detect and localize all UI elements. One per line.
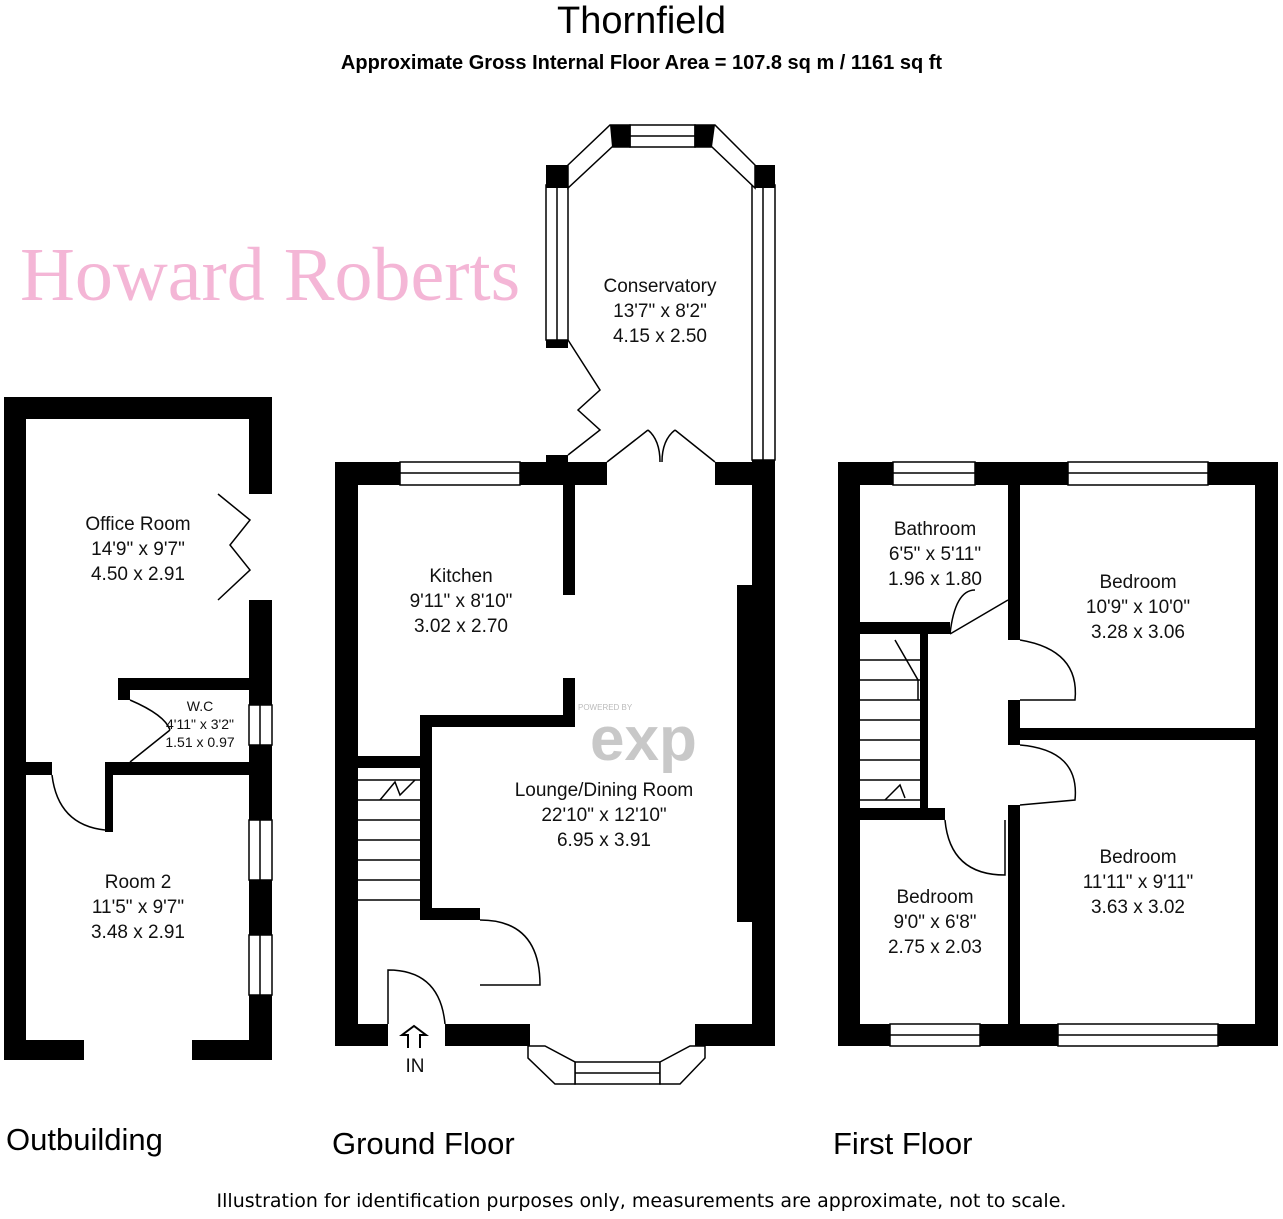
svg-text:11'5" x 9'7": 11'5" x 9'7" — [92, 897, 184, 918]
floor-label-ground: Ground Floor — [332, 1126, 515, 1161]
floor-area: Approximate Gross Internal Floor Area = … — [340, 52, 943, 74]
room-office: Office Room 14'9" x 9'7" 4.50 x 2.91 — [85, 514, 190, 585]
disclaimer: Illustration for identification purposes… — [216, 1190, 1067, 1212]
svg-text:3.48 x 2.91: 3.48 x 2.91 — [91, 922, 185, 943]
entrance-label: IN — [406, 1056, 425, 1077]
svg-text:22'10" x 12'10": 22'10" x 12'10" — [541, 805, 666, 826]
room-bedroom-1: Bedroom 10'9" x 10'0" 3.28 x 3.06 — [1086, 572, 1190, 643]
room-conservatory: Conservatory 13'7" x 8'2" 4.15 x 2.50 — [604, 276, 717, 347]
svg-text:1.51 x 0.97: 1.51 x 0.97 — [165, 734, 234, 750]
room-lounge: Lounge/Dining Room 22'10" x 12'10" 6.95 … — [515, 780, 694, 851]
svg-text:3.02 x 2.70: 3.02 x 2.70 — [414, 616, 508, 637]
room-bedroom-3: Bedroom 9'0" x 6'8" 2.75 x 2.03 — [888, 887, 982, 958]
svg-text:Conservatory: Conservatory — [604, 276, 717, 297]
svg-text:11'11" x 9'11": 11'11" x 9'11" — [1083, 872, 1194, 893]
room-bathroom: Bathroom 6'5" x 5'11" 1.96 x 1.80 — [888, 519, 982, 590]
svg-text:W.C: W.C — [187, 698, 213, 714]
brand-logo: exp — [590, 705, 697, 774]
stairs-first — [860, 639, 920, 801]
room-wc: W.C 4'11" x 3'2" 1.51 x 0.97 — [165, 698, 234, 750]
floor-label-outbuilding: Outbuilding — [6, 1122, 163, 1157]
svg-text:Office Room: Office Room — [85, 514, 190, 535]
svg-text:10'9" x 10'0": 10'9" x 10'0" — [1086, 597, 1190, 618]
svg-text:6.95 x 3.91: 6.95 x 3.91 — [557, 830, 651, 851]
walls — [4, 125, 1278, 1060]
svg-text:13'7" x 8'2": 13'7" x 8'2" — [613, 301, 707, 322]
svg-text:Bedroom: Bedroom — [1099, 847, 1176, 868]
stairs-ground — [358, 779, 420, 901]
svg-text:1.96 x 1.80: 1.96 x 1.80 — [888, 569, 982, 590]
svg-text:Kitchen: Kitchen — [429, 566, 492, 587]
doors-and-stairs — [51, 339, 1077, 1025]
floor-label-first: First Floor — [833, 1126, 973, 1161]
svg-text:2.75 x 2.03: 2.75 x 2.03 — [888, 937, 982, 958]
svg-text:9'0" x 6'8": 9'0" x 6'8" — [893, 912, 976, 933]
svg-text:Room 2: Room 2 — [105, 872, 172, 893]
entrance-arrow-icon — [399, 1024, 429, 1048]
svg-text:3.63 x 3.02: 3.63 x 3.02 — [1091, 897, 1185, 918]
room-kitchen: Kitchen 9'11" x 8'10" 3.02 x 2.70 — [410, 566, 513, 637]
powered-by-text: POWERED BY — [578, 703, 633, 712]
svg-text:3.28 x 3.06: 3.28 x 3.06 — [1091, 622, 1185, 643]
plan-title: Thornfield — [557, 0, 726, 42]
room-bedroom-2: Bedroom 11'11" x 9'11" 3.63 x 3.02 — [1083, 847, 1194, 918]
svg-text:4.15 x 2.50: 4.15 x 2.50 — [613, 326, 707, 347]
svg-text:4.50 x 2.91: 4.50 x 2.91 — [91, 564, 185, 585]
svg-text:14'9" x 9'7": 14'9" x 9'7" — [91, 539, 185, 560]
svg-text:Lounge/Dining Room: Lounge/Dining Room — [515, 780, 694, 801]
agent-watermark: Howard Roberts — [20, 233, 520, 317]
svg-text:9'11" x 8'10": 9'11" x 8'10" — [410, 591, 513, 612]
svg-text:Bathroom: Bathroom — [894, 519, 976, 540]
svg-text:6'5" x 5'11": 6'5" x 5'11" — [889, 544, 981, 565]
svg-text:Bedroom: Bedroom — [896, 887, 973, 908]
svg-text:Bedroom: Bedroom — [1099, 572, 1176, 593]
svg-text:4'11" x 3'2": 4'11" x 3'2" — [166, 716, 234, 732]
room-room2: Room 2 11'5" x 9'7" 3.48 x 2.91 — [91, 872, 185, 943]
